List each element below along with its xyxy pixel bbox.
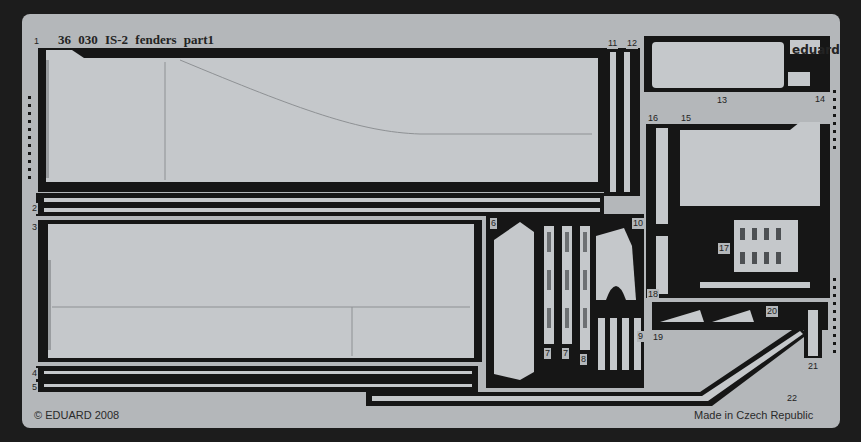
callout-number: 19 bbox=[652, 332, 664, 343]
callout-number: 12 bbox=[626, 38, 638, 49]
callout-number: 8 bbox=[580, 354, 587, 365]
callout-number: 13 bbox=[716, 95, 728, 106]
brand-name: eduard bbox=[792, 44, 840, 56]
fret-title: 36 030 IS-2 fenders part1 bbox=[58, 33, 214, 46]
fret-note: © EDUARD 2008 bbox=[34, 410, 119, 421]
callout-number: 17 bbox=[718, 243, 730, 254]
callout-number: 21 bbox=[807, 361, 819, 372]
callout-number: 11 bbox=[607, 38, 618, 49]
callout-number: 4 bbox=[31, 368, 38, 379]
callout-number: 2 bbox=[31, 203, 38, 214]
callout-number: 3 bbox=[31, 222, 38, 233]
fret-note: Made in Czech Republic bbox=[694, 410, 813, 421]
callout-number: 5 bbox=[31, 382, 38, 393]
callout-number: 9 bbox=[637, 331, 644, 342]
callout-number: 10 bbox=[632, 218, 644, 229]
callout-number: 6 bbox=[490, 218, 497, 229]
callout-number: 14 bbox=[814, 94, 826, 105]
callout-number: 7 bbox=[562, 348, 569, 359]
callout-number: 15 bbox=[680, 113, 692, 124]
callout-number: 20 bbox=[766, 306, 778, 317]
callout-number: 1 bbox=[33, 36, 40, 47]
callout-number: 7 bbox=[544, 348, 551, 359]
callout-number: 22 bbox=[786, 393, 798, 404]
callout-number: 16 bbox=[647, 113, 659, 124]
callout-number: 18 bbox=[647, 289, 659, 300]
